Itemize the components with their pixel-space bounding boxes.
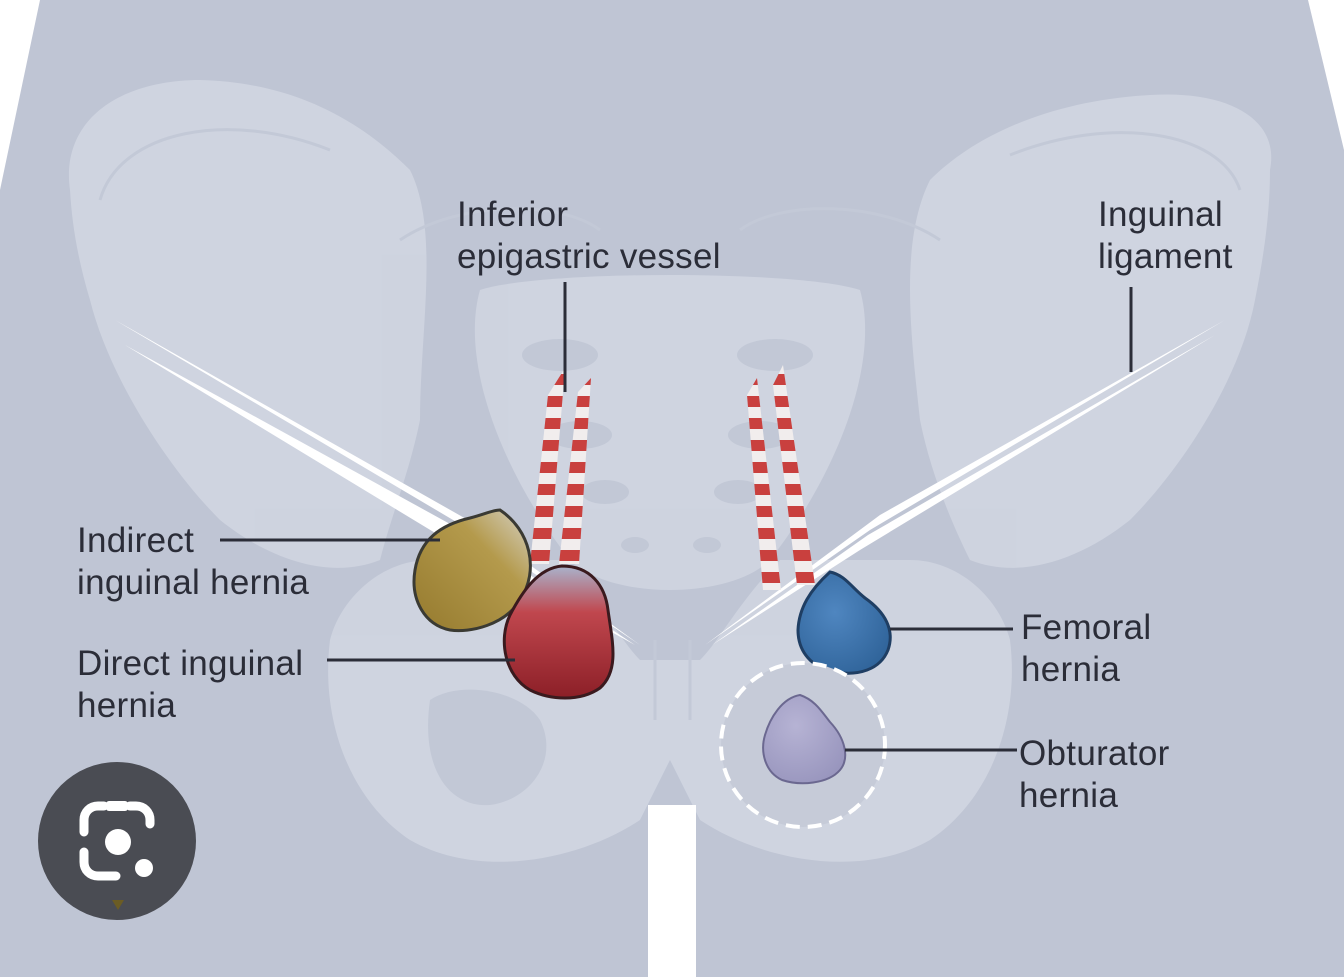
pelvis-outline bbox=[98, 128, 1242, 720]
femoral-hernia bbox=[796, 570, 892, 675]
leader-lines bbox=[220, 282, 1133, 752]
label-direct-inguinal-hernia: Direct inguinal hernia bbox=[77, 644, 304, 725]
label-inguinal-ligament: Inguinal ligament bbox=[1098, 195, 1233, 276]
label-femoral-hernia: Femoral hernia bbox=[1021, 608, 1152, 689]
obturator-hernia bbox=[762, 693, 847, 785]
direct-inguinal-hernia bbox=[502, 564, 615, 700]
google-lens-icon bbox=[79, 801, 155, 910]
indirect-inguinal-hernia bbox=[412, 508, 532, 633]
label-obturator-hernia: Obturator hernia bbox=[1019, 734, 1170, 815]
label-inferior-epigastric-vessel: Inferior epigastric vessel bbox=[457, 195, 721, 276]
label-indirect-inguinal-hernia: Indirect inguinal hernia bbox=[77, 521, 310, 602]
bottom-white-bar bbox=[648, 805, 696, 977]
google-lens-button[interactable] bbox=[38, 762, 196, 920]
inferior-epigastric-vessels bbox=[530, 365, 815, 590]
